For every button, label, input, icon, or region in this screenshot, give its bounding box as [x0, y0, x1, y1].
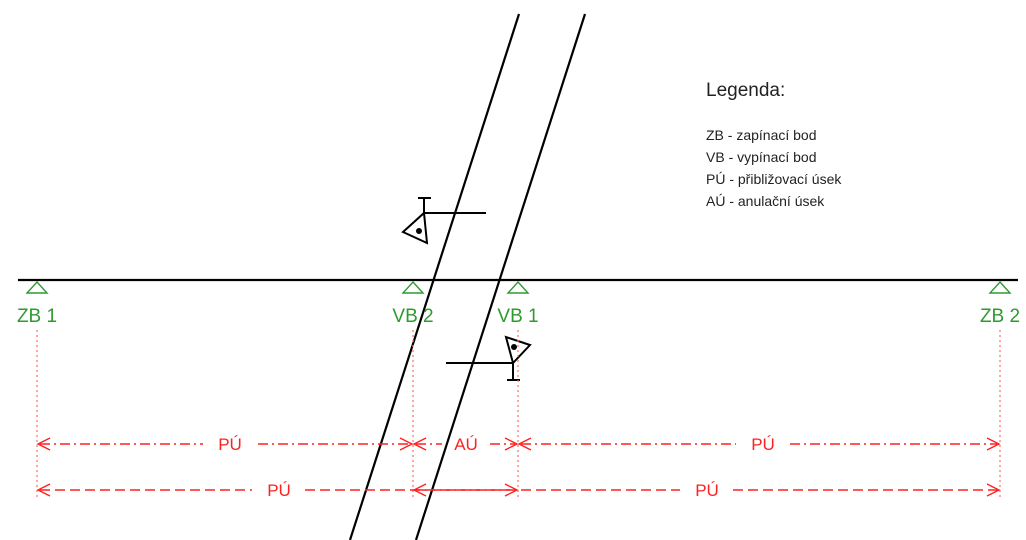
- legend: Legenda: ZB - zapínací bod VB - vypínací…: [706, 80, 842, 209]
- marker-vb1-icon: [506, 280, 530, 294]
- crossing-signal-lower-icon: [446, 335, 532, 381]
- legend-item-zb: ZB - zapínací bod: [706, 127, 817, 143]
- label-vb2: VB 2: [392, 306, 433, 327]
- section-label-pu-2b: PÚ: [695, 481, 719, 500]
- dimension-row-2: [36, 483, 1001, 497]
- crossing-signal-upper-icon: [401, 197, 486, 245]
- marker-vb2-icon: [401, 280, 425, 294]
- label-zb2: ZB 2: [980, 306, 1020, 327]
- road-edge-left: [348, 13, 521, 540]
- dimension-row-1: [36, 437, 1001, 451]
- road-edge-right: [414, 13, 587, 540]
- legend-title: Legenda:: [706, 80, 785, 101]
- section-label-au: AÚ: [454, 435, 478, 454]
- section-label-pu-1a: PÚ: [218, 435, 242, 454]
- legend-item-vb: VB - vypínací bod: [706, 149, 817, 165]
- marker-zb1-icon: [25, 280, 49, 294]
- legend-item-pu: PÚ - přibližovací úsek: [706, 171, 842, 187]
- section-label-pu-1b: PÚ: [751, 435, 775, 454]
- legend-item-au: AÚ - anulační úsek: [706, 193, 825, 209]
- label-vb1: VB 1: [497, 306, 538, 327]
- section-label-pu-2a: PÚ: [267, 481, 291, 500]
- marker-zb2-icon: [988, 280, 1012, 294]
- label-zb1: ZB 1: [17, 306, 57, 327]
